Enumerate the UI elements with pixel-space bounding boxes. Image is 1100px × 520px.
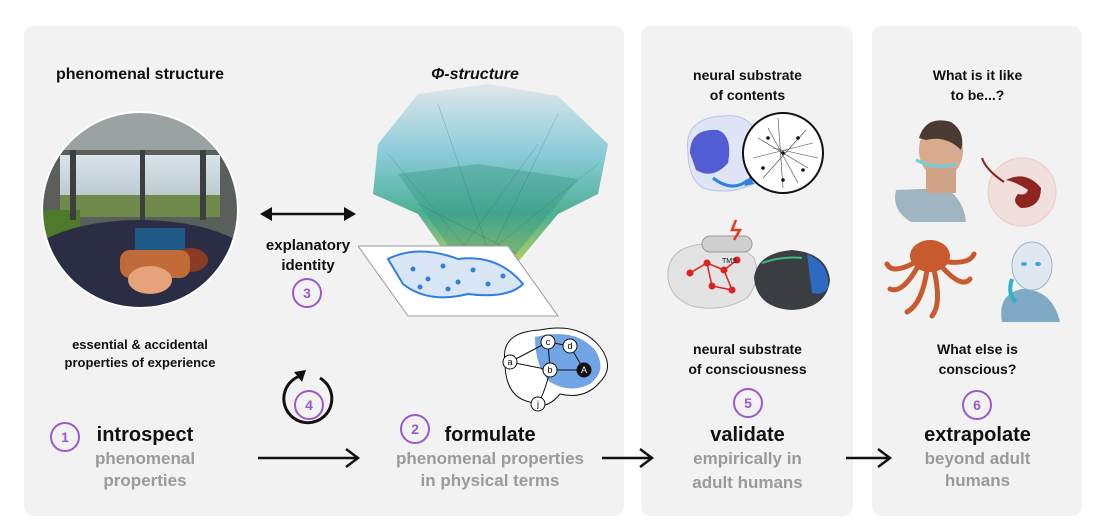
extrapolate-label: extrapolate [924,424,1031,446]
double-arrow-icon [260,207,356,221]
introspect-label: introspect [96,424,194,446]
graph-node-c: c [546,337,551,347]
validate-sub1: empirically in [693,449,802,468]
arrow-right-icon [846,448,893,468]
tms-label: TMS [722,258,737,265]
graph-node-a: a [507,357,512,367]
arrow-right-icon [602,448,655,468]
consciousness-title-line2: of consciousness [688,361,807,377]
graph-node-A: A [581,365,587,375]
extrapolate-sub2: humans [944,471,1011,490]
graph-node-j: j [536,399,539,409]
graph-node-d: d [567,341,572,351]
brain-network-illustration [686,112,824,194]
formulate-sub2: in physical terms [420,471,560,490]
step-5-badge: 5 [733,388,763,418]
arrow-right-icon [258,448,361,468]
cycle-arrow-icon [282,370,334,425]
step-1-badge: 1 [50,422,80,452]
identity-label: identity [281,257,335,274]
like-title-line1: What is it like [932,67,1023,83]
else-title-line2: conscious? [938,361,1017,377]
formulate-label: formulate [444,424,536,446]
properties-line2: properties of experience [64,355,216,370]
tms-brain-illustration: TMS [667,219,830,310]
like-title-line2: to be...? [950,87,1005,103]
causal-graph-illustration: a c d b A j [502,327,608,412]
else-title-line1: What else is [937,341,1018,357]
step-3-badge: 3 [292,278,322,308]
step-4-badge: 4 [294,390,324,420]
contents-title-line1: neural substrate [693,67,802,83]
extrapolate-sub1: beyond adult [924,449,1031,468]
octopus-and-robot-illustration [884,240,1060,322]
phenomenal-structure-title: phenomenal structure [55,66,225,83]
room-photo-illustration [41,111,239,309]
formulate-sub1: phenomenal properties [396,449,584,468]
step-2-badge: 2 [400,414,430,444]
consciousness-title-line1: neural substrate [693,341,802,357]
validate-label: validate [710,424,785,446]
phi-structure-title: Φ-structure [431,66,519,83]
patient-and-embryo-illustration [895,120,1057,227]
step-6-badge: 6 [962,390,992,420]
contents-title-line2: of contents [709,87,786,103]
phi-structure-illustration [358,84,608,317]
introspect-sub1: phenomenal [94,449,196,468]
explanatory-label: explanatory [265,237,351,254]
validate-sub2: adult humans [692,473,803,492]
introspect-sub2: properties [103,471,187,490]
properties-line1: essential & accidental [72,337,208,352]
graph-node-b: b [547,365,552,375]
